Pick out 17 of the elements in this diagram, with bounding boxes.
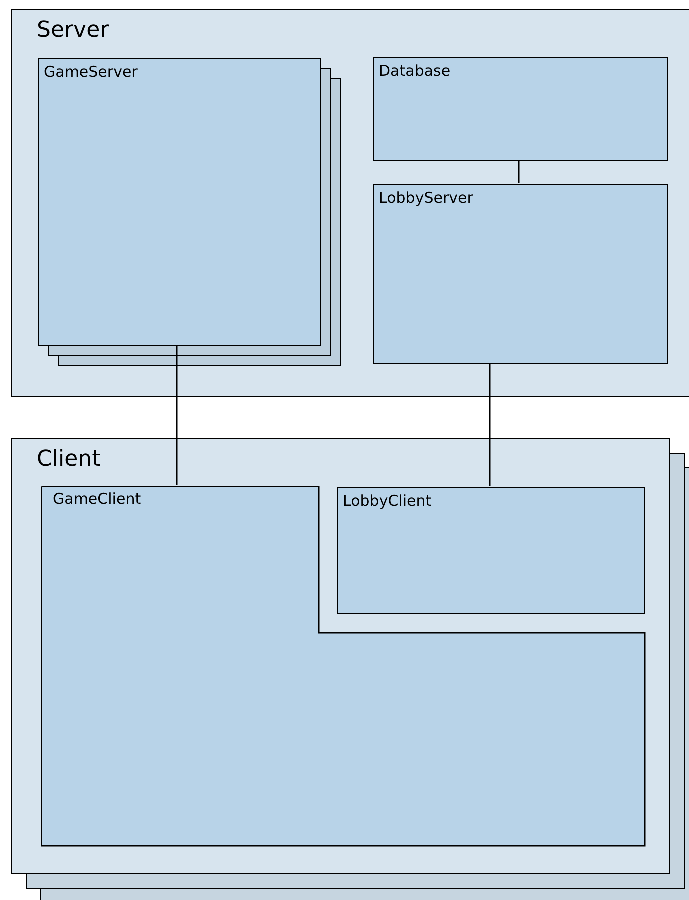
component-label: LobbyClient bbox=[343, 492, 432, 510]
component-box bbox=[38, 58, 321, 346]
connector-line bbox=[489, 363, 491, 486]
component-box bbox=[337, 487, 645, 614]
group-title: Client bbox=[37, 447, 101, 472]
component-label: GameClient bbox=[53, 490, 142, 508]
server-group-box bbox=[11, 9, 689, 397]
group-title: Server bbox=[37, 18, 110, 43]
l-shaped-component bbox=[41, 486, 646, 847]
connector-line bbox=[176, 345, 178, 485]
component-label: GameServer bbox=[44, 63, 138, 81]
component-box bbox=[373, 57, 668, 161]
component-label: Database bbox=[379, 62, 451, 80]
component-label: LobbyServer bbox=[379, 189, 474, 207]
connector-line bbox=[518, 160, 520, 183]
client-group-box bbox=[11, 438, 670, 874]
component-box bbox=[373, 184, 668, 364]
